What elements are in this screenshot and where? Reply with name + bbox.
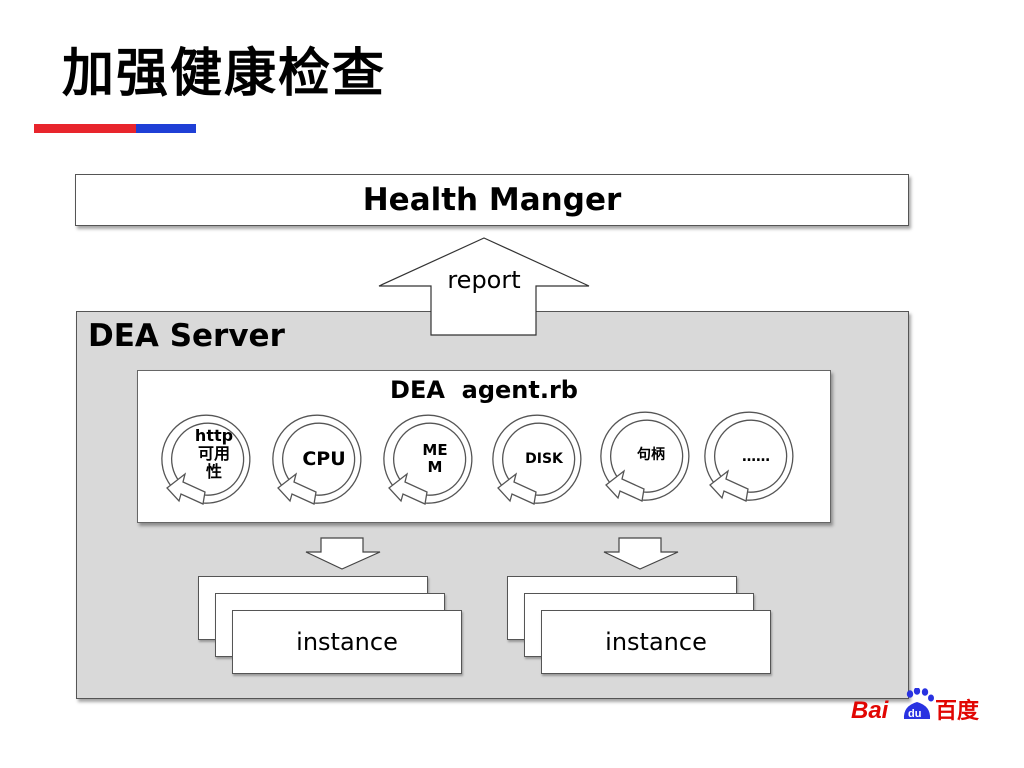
down-arrow-right [603,537,679,570]
down-arrow-left [305,537,381,570]
dea-agent-label: DEA agent.rb [390,376,578,404]
http-availability-label: http 可用 性 [194,426,234,481]
health-manager-label: Health Manger [362,182,622,218]
baidu-logo: Bai du 百度 [851,687,984,724]
cpu-label: CPU [302,448,346,470]
instance-card-front: instance [232,610,462,674]
dea-server-label: DEA Server [88,318,285,354]
memory-label: ME M [422,441,448,476]
title-underline-red [34,124,136,133]
memory-cycle-icon [383,414,473,505]
title-underline-blue [136,124,196,133]
report-arrow-up [378,237,590,336]
http-availability-cycle-icon [161,414,251,505]
baidu-paw-icon: Bai du 百度 [851,687,980,724]
instance-card-front: instance [541,610,771,674]
instance-label: instance [296,628,398,656]
disk-label: DISK [525,451,563,467]
handle-cycle-icon [600,411,690,502]
slide-title: 加强健康检查 [62,44,387,104]
more-checks-label: …… [742,449,770,465]
report-label: report [447,266,521,294]
more-checks-cycle-icon [704,411,794,502]
svg-text:百度: 百度 [935,698,980,724]
handle-label: 句柄 [637,447,665,463]
cpu-cycle-icon [272,414,362,505]
instance-label: instance [605,628,707,656]
svg-text:Bai: Bai [851,697,890,724]
svg-text:du: du [908,708,921,720]
health-manager-box: Health Manger [75,174,909,226]
disk-cycle-icon [492,414,582,505]
